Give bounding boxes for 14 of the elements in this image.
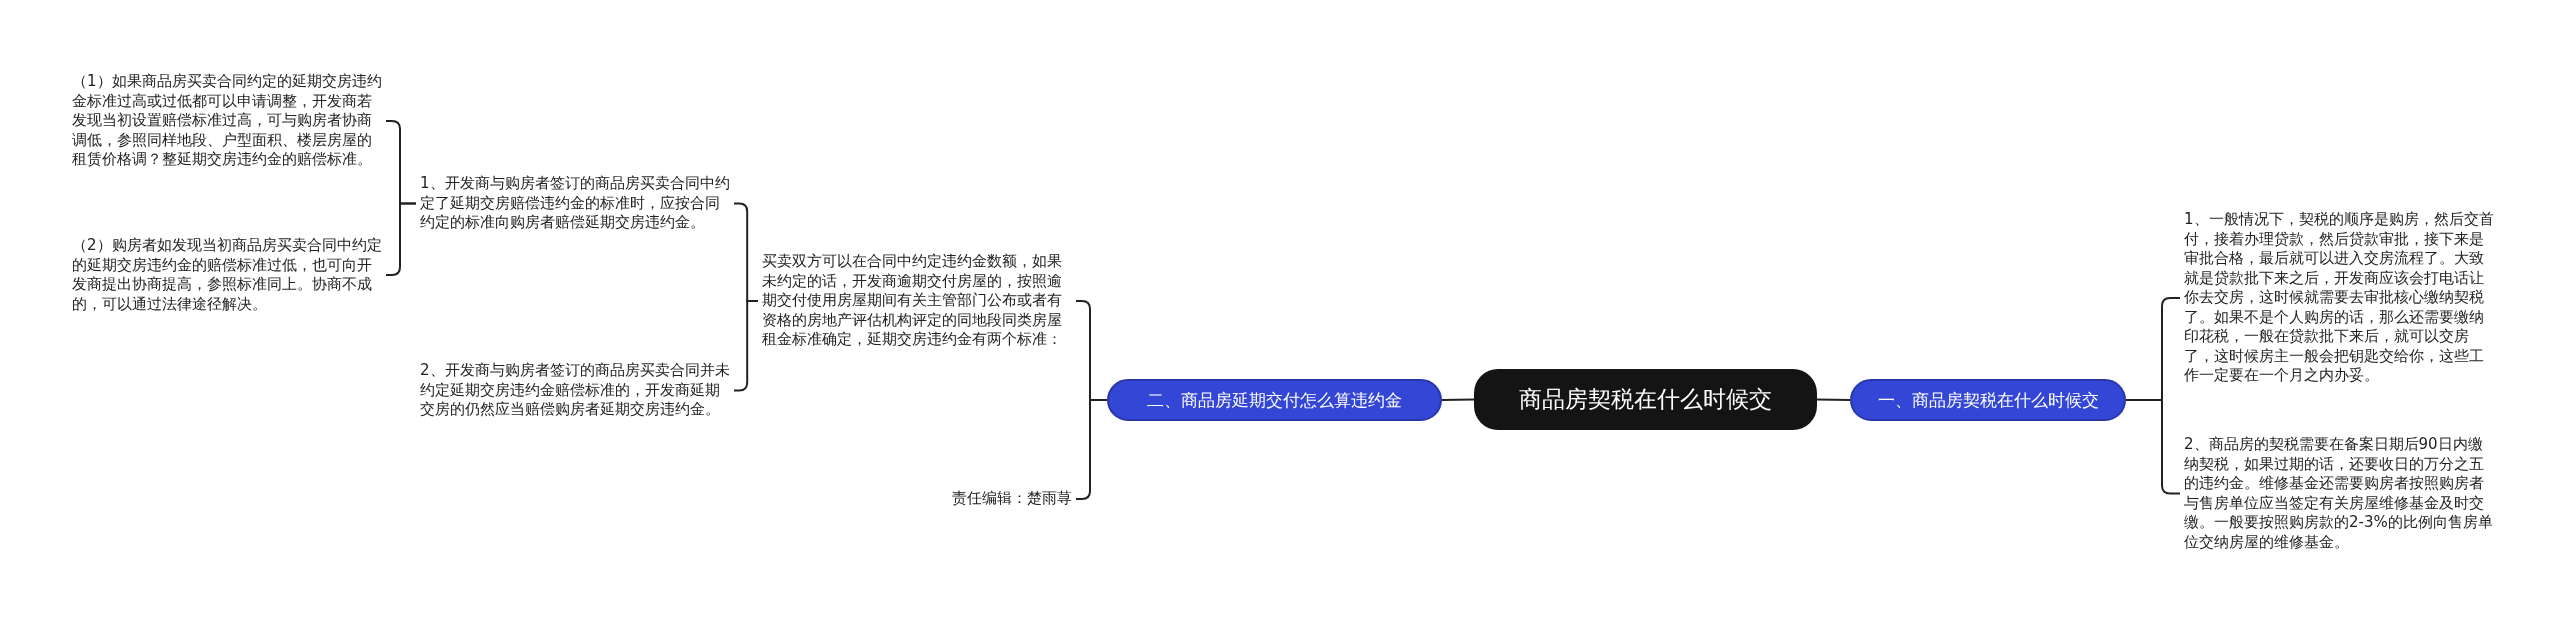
subtopic-box: 二、商品房延期交付怎么算违约金 bbox=[1107, 379, 1442, 421]
note-text: （1）如果商品房买卖合同约定的延期交房违约金标准过高或过低都可以申请调整，开发商若发现当初设置赔偿标准过高，可与购房者协商调低，参照同样地段、户型面积、楼层房屋的租赁价格调？整延期交房违约金的赔偿标准。 bbox=[68, 70, 386, 172]
connector-line bbox=[1816, 398, 1851, 401]
note-text: 1、开发商与购房者签订的商品房买卖合同中约定了延期交房赔偿违约金的标准时，应按合同约定的标准向购房者赔偿延期交房违约金。 bbox=[416, 172, 734, 235]
topic-box: 商品房契税在什么时候交 bbox=[1474, 369, 1817, 430]
subtopic-box: 一、商品房契税在什么时候交 bbox=[1850, 379, 2126, 421]
note-text: 买卖双方可以在合同中约定违约金数额，如果未约定的话，开发商逾期交付房屋的，按照逾期交付使用房屋期间有关主管部门公布或者有资格的房地产评估机构评定的同地段同类房屋租金标准确定，延期交房违约金有两个标准： bbox=[758, 250, 1076, 352]
note-text: 2、开发商与购房者签订的商品房买卖合同并未约定延期交房违约金赔偿标准的，开发商延期交房的仍然应当赔偿购房者延期交房违约金。 bbox=[416, 359, 734, 422]
note-text: 2、商品房的契税需要在备案日期后90日内缴纳契税，如果过期的话，还要收日的万分之五的违约金。维修基金还需要购房者按照购房者与售房单位应当签定有关房屋维修基金及时交缴。一般要按照购房款的2-3%的比例向售房单位交纳房屋的维修基金。 bbox=[2180, 433, 2498, 554]
note-text: 1、一般情况下，契税的顺序是购房，然后交首付，接着办理贷款，然后贷款审批，接下来是审批合格，最后就可以进入交房流程了。大致就是贷款批下来之后，开发商应该会打电话让你去交房，这时候就需要去审批核心缴纳契税了。如果不是个人购房的话，那么还需要缴纳印花税，一般在贷款批下来后，就可以交房了，这时候房主一般会把钥匙交给你，这些工作一定要在一个月之内办妥。 bbox=[2180, 208, 2498, 388]
editor-credit: 责任编辑：楚雨荨 bbox=[900, 487, 1076, 511]
note-text: （2）购房者如发现当初商品房买卖合同中约定的延期交房违约金的赔偿标准过低，也可向开发商提出协商提高，参照标准同上。协商不成的，可以通过法律途径解决。 bbox=[68, 234, 386, 316]
connector-line bbox=[1441, 398, 1475, 401]
connector-line bbox=[733, 300, 759, 392]
